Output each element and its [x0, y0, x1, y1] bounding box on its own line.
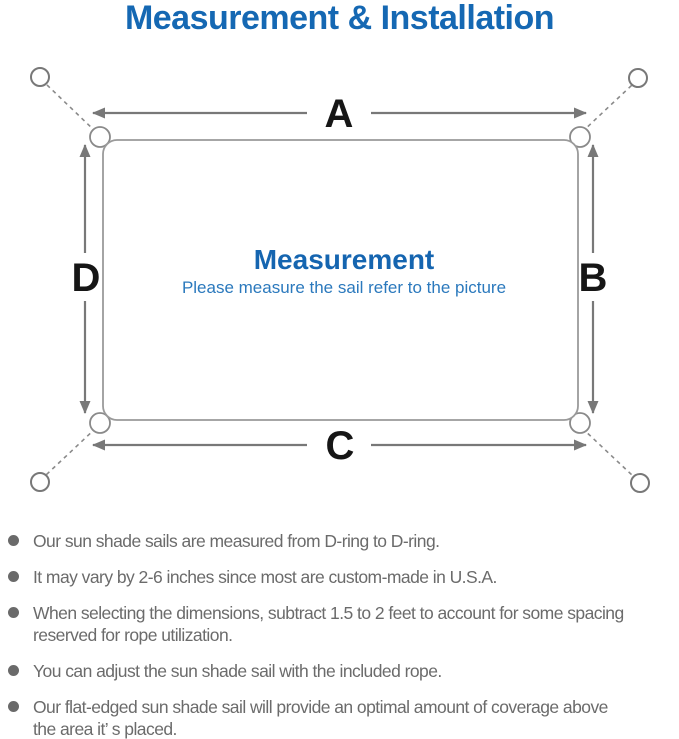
sun-shade-sail-outline	[102, 139, 579, 421]
bullet-dot-icon	[8, 665, 19, 676]
list-item: You can adjust the sun shade sail with t…	[8, 660, 676, 682]
anchor-ring-icon-top-right	[628, 68, 648, 88]
note-text: It may vary by 2-6 inches since most are…	[33, 567, 497, 587]
note-text: You can adjust the sun shade sail with t…	[33, 661, 442, 681]
d-ring-icon-top-left	[89, 126, 111, 148]
diagram-center-subtitle: Please measure the sail refer to the pic…	[182, 278, 506, 297]
dimension-label-d: D	[72, 256, 101, 300]
note-text: When selecting the dimensions, subtract …	[33, 603, 624, 645]
d-ring-icon-top-right	[569, 126, 591, 148]
d-ring-icon-bottom-left	[89, 412, 111, 434]
dimension-label-b: B	[579, 256, 608, 300]
bullet-dot-icon	[8, 607, 19, 618]
instruction-notes-list: Our sun shade sails are measured from D-…	[8, 530, 676, 739]
corner-rope-dashed-line-bottom-left	[45, 427, 97, 476]
diagram-center-heading: Measurement	[254, 244, 435, 275]
d-ring-icon-bottom-right	[569, 412, 591, 434]
note-text: Our flat-edged sun shade sail will provi…	[33, 697, 608, 739]
bullet-dot-icon	[8, 701, 19, 712]
list-item: Our flat-edged sun shade sail will provi…	[8, 696, 676, 739]
sail-measurement-diagram: A B C D Measurement Please measure the s…	[30, 67, 650, 493]
bullet-dot-icon	[8, 535, 19, 546]
dimension-label-a: A	[325, 92, 354, 136]
anchor-ring-icon-bottom-right	[630, 473, 650, 493]
list-item: Our sun shade sails are measured from D-…	[8, 530, 676, 552]
list-item: When selecting the dimensions, subtract …	[8, 602, 676, 646]
corner-rope-dashed-line-top-left	[45, 83, 97, 133]
list-item: It may vary by 2-6 inches since most are…	[8, 566, 676, 588]
corner-rope-dashed-line-bottom-right	[581, 427, 634, 477]
dimension-label-c: C	[326, 424, 355, 468]
note-text: Our sun shade sails are measured from D-…	[33, 531, 440, 551]
page-title: Measurement & Installation	[124, 0, 555, 37]
corner-rope-dashed-line-top-right	[581, 84, 633, 133]
anchor-ring-icon-bottom-left	[30, 472, 50, 492]
bullet-dot-icon	[8, 571, 19, 582]
anchor-ring-icon-top-left	[30, 67, 50, 87]
